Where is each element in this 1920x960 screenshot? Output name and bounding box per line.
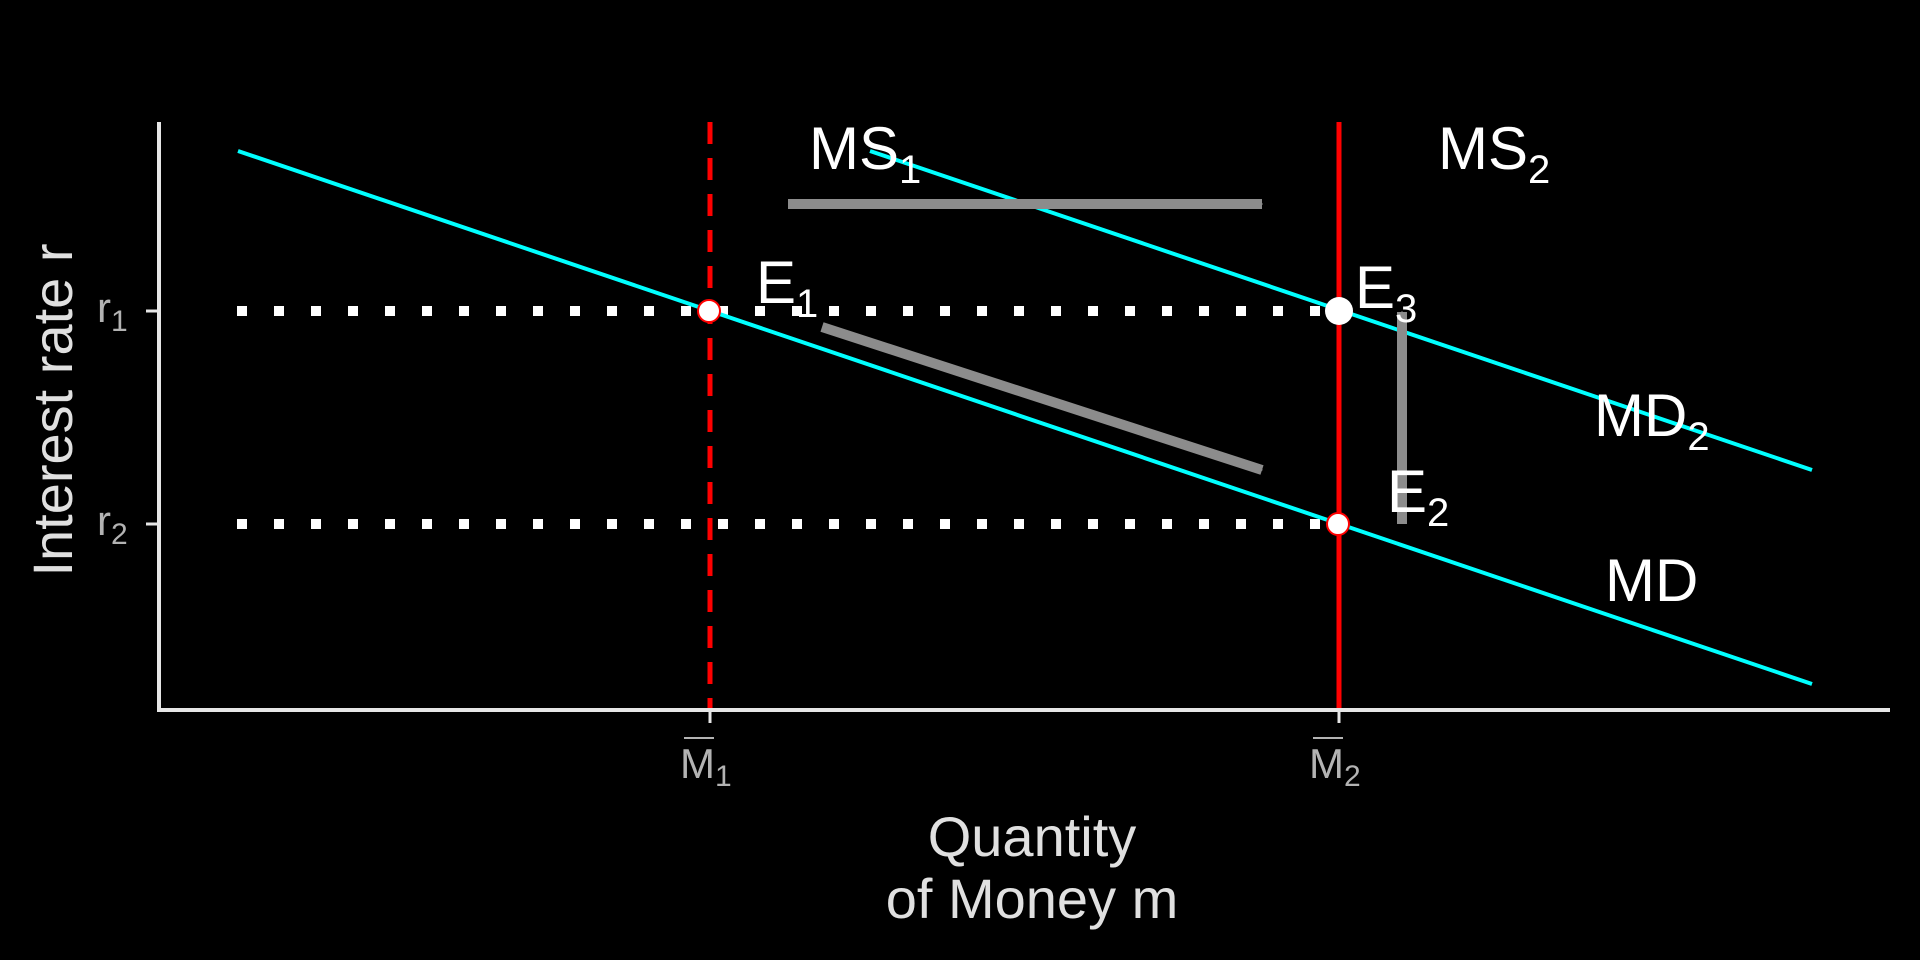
- y-axis-title: Interest rate r: [21, 243, 84, 576]
- e1-point: [697, 299, 721, 323]
- demand-slide-arrow: [820, 322, 1262, 475]
- md2-label: MD2: [1594, 382, 1710, 459]
- md-label: MD: [1605, 547, 1698, 614]
- y-tick-label-r2: r2: [97, 497, 128, 551]
- x-tick-label-m2: M2: [1309, 740, 1361, 793]
- md-curve: [237, 149, 1813, 686]
- ms2-label: MS2: [1438, 115, 1550, 192]
- e3-point: [1325, 297, 1353, 325]
- x-axis-title-line2: of Money m: [886, 867, 1179, 930]
- e2-label: E2: [1387, 458, 1449, 535]
- e2-point: [1326, 512, 1350, 536]
- x-tick-label-m1: M1: [680, 740, 732, 793]
- ms1-label: MS1: [809, 115, 921, 192]
- e1-label: E1: [756, 249, 818, 326]
- e3-label: E3: [1355, 254, 1417, 331]
- x-axis-title-line1: Quantity: [928, 805, 1137, 868]
- y-tick-label-r1: r1: [97, 284, 128, 338]
